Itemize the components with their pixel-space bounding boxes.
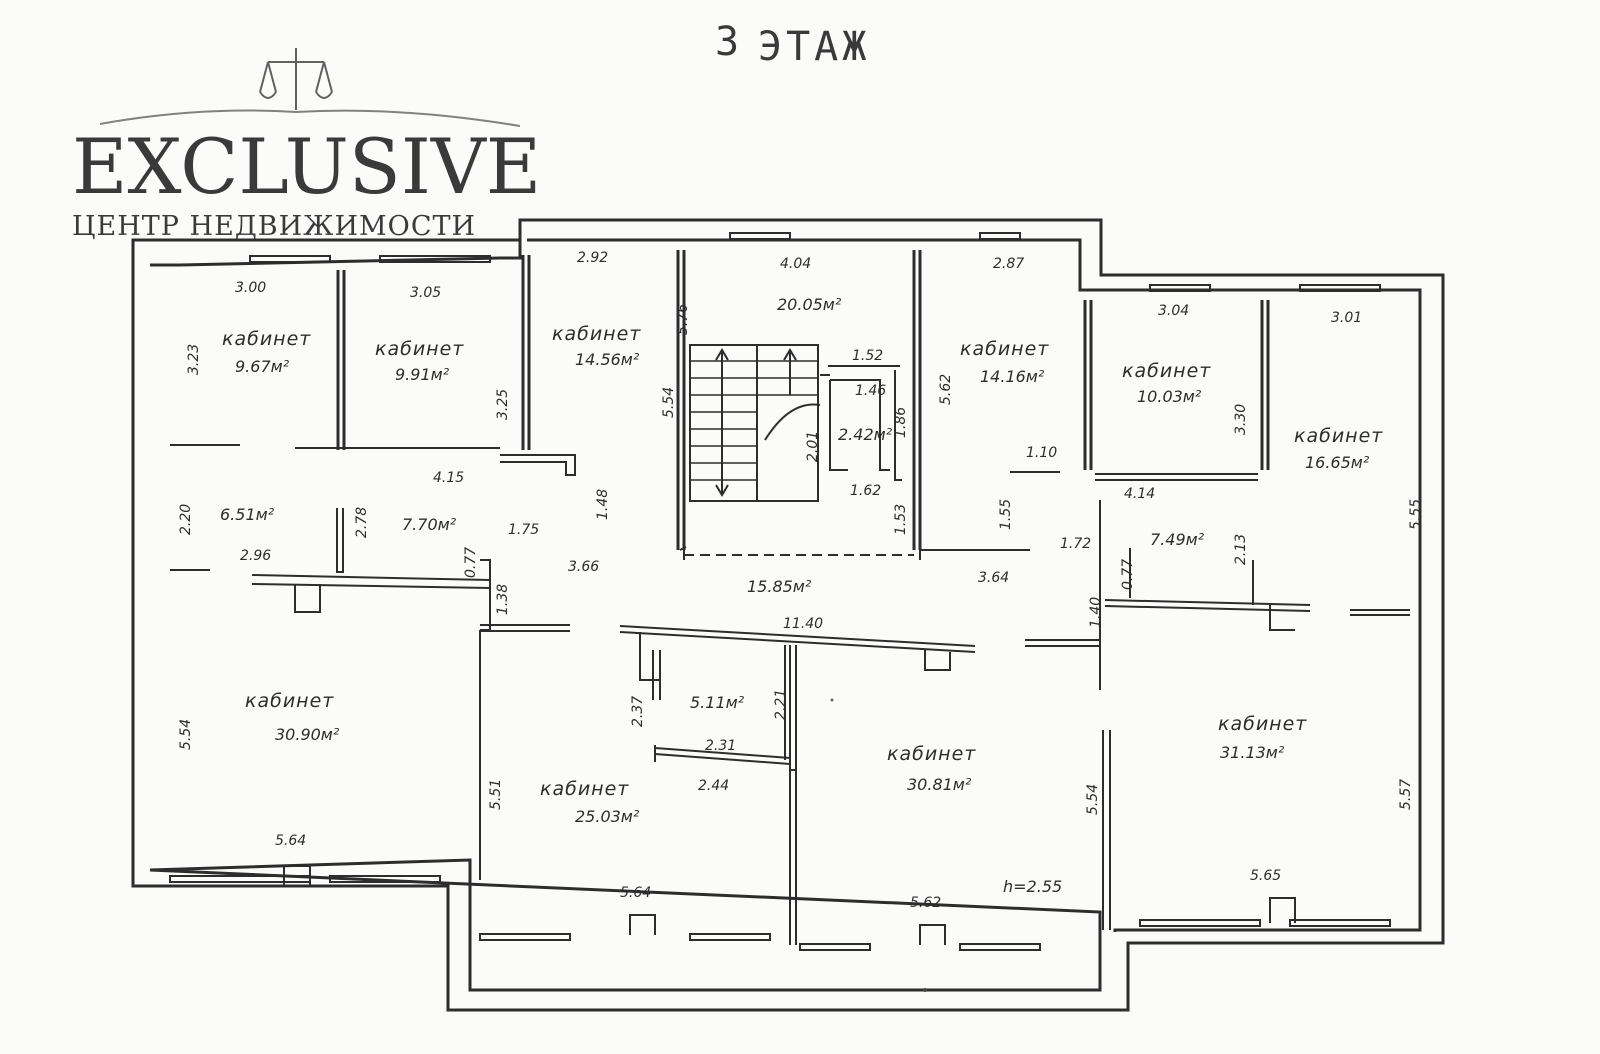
dimension: 1.10 bbox=[1026, 445, 1057, 461]
room-area: 31.13м² bbox=[1220, 743, 1285, 762]
dimension: 5.62 bbox=[910, 895, 941, 911]
room-area: 30.81м² bbox=[907, 775, 972, 794]
dimension: 3.01 bbox=[1331, 310, 1362, 326]
room-labels: кабинет 9.67м² кабинет 9.91м² кабинет 14… bbox=[220, 295, 1383, 826]
dimension: 5.54 bbox=[178, 719, 194, 750]
dimension: 3.66 bbox=[568, 559, 599, 575]
ceiling-height: h=2.55 bbox=[1003, 877, 1062, 896]
floor-title: ЭТАЖ bbox=[758, 24, 870, 70]
dimension: 5.57 bbox=[1398, 779, 1414, 810]
room-label: кабинет bbox=[552, 323, 641, 345]
dimensions: 3.00 3.05 2.92 4.04 2.87 3.04 3.01 1.52 … bbox=[235, 250, 1362, 911]
dimension: 1.55 bbox=[998, 499, 1014, 530]
dimension: 5.64 bbox=[275, 833, 306, 849]
scales-icon bbox=[99, 48, 521, 127]
dimension: 5.62 bbox=[938, 374, 954, 405]
room-label: кабинет bbox=[222, 328, 311, 350]
dimension: 5.76 bbox=[675, 304, 691, 335]
room-area: 9.91м² bbox=[395, 365, 450, 384]
dimension: 1.46 bbox=[855, 383, 886, 399]
dimension: 2.13 bbox=[1233, 534, 1249, 565]
dimension: 2.37 bbox=[630, 696, 646, 727]
hall-area: 15.85м² bbox=[747, 577, 812, 596]
dimension: 5.54 bbox=[1085, 784, 1101, 815]
room-label: кабинет bbox=[1294, 425, 1383, 447]
dimensions-vertical: 3.23 3.25 5.76 5.54 5.62 3.30 1.86 2.01 … bbox=[178, 304, 1424, 815]
dimension: 1.86 bbox=[893, 407, 909, 438]
dimension: 2.87 bbox=[993, 256, 1024, 272]
dimension: 3.05 bbox=[410, 285, 441, 301]
dimension: 2.21 bbox=[773, 689, 789, 720]
room-area: 30.90м² bbox=[275, 725, 340, 744]
room-area: 16.65м² bbox=[1305, 453, 1370, 472]
dimension: 5.55 bbox=[1408, 499, 1424, 530]
room-area: 14.16м² bbox=[980, 367, 1045, 386]
dimension: 1.40 bbox=[1088, 597, 1104, 628]
room-label: кабинет bbox=[1218, 713, 1307, 735]
logo: EXCLUSIVE ЦЕНТР НЕДВИЖИМОСТИ bbox=[72, 48, 541, 242]
room-label: кабинет bbox=[245, 690, 334, 712]
room-label: кабинет bbox=[887, 743, 976, 765]
floor-number: 3 bbox=[715, 19, 743, 65]
hall-area: 7.49м² bbox=[1150, 530, 1205, 549]
dimension: 3.25 bbox=[495, 389, 511, 420]
room-area: 20.05м² bbox=[777, 295, 842, 314]
room-area: 10.03м² bbox=[1137, 387, 1202, 406]
dimension: 1.48 bbox=[595, 489, 611, 520]
staircase bbox=[689, 344, 821, 502]
dimension: 11.40 bbox=[783, 616, 823, 632]
hall-area: 6.51м² bbox=[220, 505, 275, 524]
dimension: 5.51 bbox=[488, 779, 504, 810]
room-area: 9.67м² bbox=[235, 357, 290, 376]
dimension: 1.75 bbox=[508, 522, 539, 538]
logo-tagline: ЦЕНТР НЕДВИЖИМОСТИ bbox=[72, 211, 476, 242]
dimension: 2.01 bbox=[805, 431, 821, 462]
dimension: 4.04 bbox=[780, 256, 811, 272]
dimension: 2.78 bbox=[354, 507, 370, 538]
wc-area: 2.42м² bbox=[838, 425, 893, 444]
dimension: 3.64 bbox=[978, 570, 1009, 586]
logo-name: EXCLUSIVE bbox=[72, 122, 541, 211]
dimension: 3.00 bbox=[235, 280, 266, 296]
dimension: 3.23 bbox=[186, 344, 202, 375]
dimension: 1.72 bbox=[1060, 536, 1091, 552]
room-label: кабинет bbox=[375, 338, 464, 360]
dimension: 2.92 bbox=[577, 250, 608, 266]
dimension: 4.14 bbox=[1124, 486, 1155, 502]
room-area: 14.56м² bbox=[575, 350, 640, 369]
dimension: 0.77 bbox=[1120, 559, 1136, 590]
dimension: 2.96 bbox=[240, 548, 271, 564]
dimension: 5.54 bbox=[661, 387, 677, 418]
dimension: 1.53 bbox=[893, 504, 909, 535]
dimension: 1.38 bbox=[495, 584, 511, 615]
dimension: 1.62 bbox=[850, 483, 881, 499]
room-label: кабинет bbox=[540, 778, 629, 800]
dimension: 5.65 bbox=[1250, 868, 1281, 884]
dimension: 1.52 bbox=[852, 348, 883, 364]
room-area: 5.11м² bbox=[690, 693, 745, 712]
dimension: 3.04 bbox=[1158, 303, 1189, 319]
dimension: 4.15 bbox=[433, 470, 464, 486]
dimension: 2.31 bbox=[705, 738, 736, 754]
dimension: 2.44 bbox=[698, 778, 729, 794]
room-area: 25.03м² bbox=[575, 807, 640, 826]
outer-wall bbox=[131, 218, 1445, 1012]
walls bbox=[131, 218, 1445, 1012]
dimension: 2.20 bbox=[178, 504, 194, 535]
room-label: кабинет bbox=[1122, 360, 1211, 382]
dimension: 5.64 bbox=[620, 885, 651, 901]
dimension: 3.30 bbox=[1233, 404, 1249, 435]
hall-area: 7.70м² bbox=[402, 515, 457, 534]
room-label: кабинет bbox=[960, 338, 1049, 360]
outer-wall-inner bbox=[149, 238, 1422, 992]
dimension: 0.77 bbox=[463, 547, 479, 578]
